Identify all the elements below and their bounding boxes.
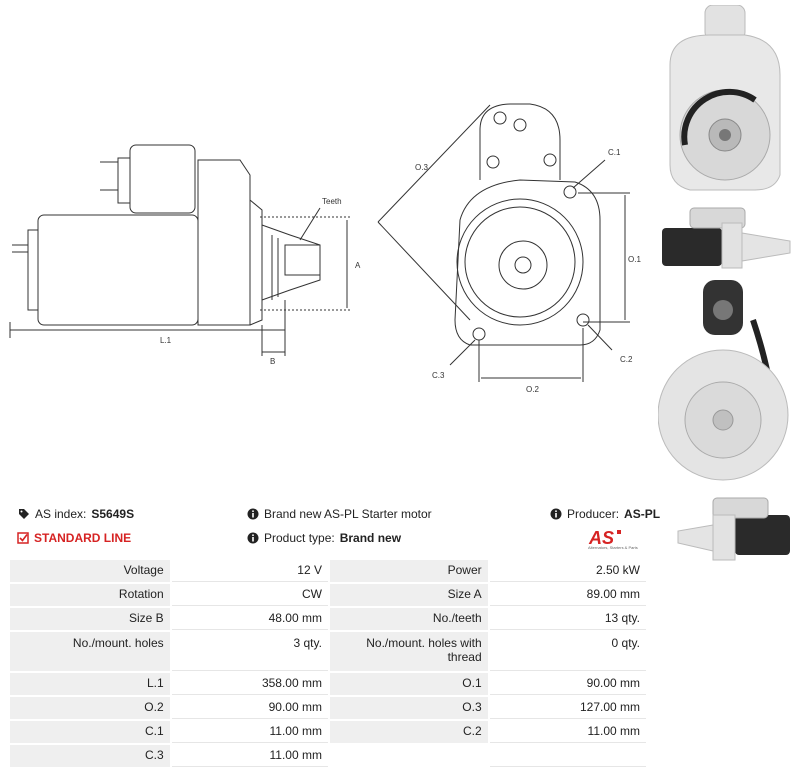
spec-value: 90.00 mm [489, 673, 646, 695]
label-o1: O.1 [628, 255, 641, 264]
product-type: Product type: Brand new [247, 531, 401, 545]
product-type-value: Brand new [339, 531, 402, 545]
spec-label: No./teeth [329, 608, 488, 630]
table-row: O.2 90.00 mm O.3 127.00 mm [10, 697, 646, 719]
motor-body [37, 214, 199, 326]
spec-value: CW [171, 584, 328, 606]
product-info: AS index: S5649S STANDARD LINE Brand new… [0, 500, 660, 560]
product-type-label: Product type: [264, 531, 335, 545]
spec-label-empty [329, 745, 488, 767]
table-row: Rotation CW Size A 89.00 mm [10, 584, 646, 606]
info-icon [550, 508, 562, 520]
spec-value: 3 qty. [171, 632, 328, 671]
spec-value: 0 qty. [489, 632, 646, 671]
spec-label: Size B [10, 608, 170, 630]
spec-value: 2.50 kW [489, 560, 646, 582]
spec-value: 48.00 mm [171, 608, 328, 630]
tag-icon [19, 509, 29, 519]
as-index-value: S5649S [91, 507, 135, 521]
spec-value-empty [489, 745, 646, 767]
spec-label: O.3 [329, 697, 488, 719]
spec-label: No./mount. holes [10, 632, 170, 671]
label-c3: C.3 [432, 371, 445, 380]
description-text: Brand new AS-PL Starter motor [264, 507, 432, 521]
standard-line-label: STANDARD LINE [34, 531, 132, 545]
info-icon [247, 532, 259, 544]
standard-line: STANDARD LINE [17, 531, 131, 545]
spec-label: O.2 [10, 697, 170, 719]
spec-label: Voltage [10, 560, 170, 582]
label-a: A [355, 261, 361, 270]
spec-value: 358.00 mm [171, 673, 328, 695]
table-row: Size B 48.00 mm No./teeth 13 qty. [10, 608, 646, 630]
photo-side [662, 207, 791, 269]
spec-value: 12 V [171, 560, 328, 582]
spec-value: 13 qty. [489, 608, 646, 630]
product-photos [655, 0, 800, 570]
spec-label: O.1 [329, 673, 488, 695]
producer-value: AS-PL [624, 507, 661, 521]
description: Brand new AS-PL Starter motor [247, 507, 432, 521]
check-square-icon [17, 532, 29, 544]
technical-drawings: Teeth A B L.1 O.1 O.2 O.3 C.1 C.2 C.3 [9, 103, 641, 394]
table-row: C.1 11.00 mm C.2 11.00 mm [10, 721, 646, 743]
spec-label: Power [329, 560, 488, 582]
table-row: Voltage 12 V Power 2.50 kW [10, 560, 646, 582]
label-o3: O.3 [415, 163, 428, 172]
spec-value: 89.00 mm [489, 584, 646, 606]
spec-label: C.1 [10, 721, 170, 743]
spec-label: C.3 [10, 745, 170, 767]
label-l1: L.1 [160, 336, 172, 345]
logo-text: AS [588, 528, 614, 548]
label-b: B [270, 357, 275, 366]
spec-value: 90.00 mm [171, 697, 328, 719]
as-index-label: AS index: [35, 507, 87, 521]
label-o2: O.2 [526, 385, 539, 394]
photo-side-2 [677, 497, 790, 561]
as-index: AS index: S5649S [18, 507, 134, 521]
spec-label: L.1 [10, 673, 170, 695]
spec-value: 127.00 mm [489, 697, 646, 719]
spec-label: No./mount. holes with thread [329, 632, 488, 671]
label-c1: C.1 [608, 148, 621, 157]
table-row: C.3 11.00 mm [10, 745, 646, 767]
table-row: L.1 358.00 mm O.1 90.00 mm [10, 673, 646, 695]
front-flange [454, 179, 601, 346]
photo-rear [658, 280, 789, 481]
label-teeth: Teeth [322, 197, 342, 206]
producer-label: Producer: [567, 507, 620, 521]
table-row: No./mount. holes 3 qty. No./mount. holes… [10, 632, 646, 671]
spec-value: 11.00 mm [171, 745, 328, 767]
solenoid [129, 144, 196, 214]
spec-label: Rotation [10, 584, 170, 606]
specs-table: Voltage 12 V Power 2.50 kW Rotation CW S… [8, 558, 648, 769]
info-icon [247, 508, 259, 520]
spec-label: Size A [329, 584, 488, 606]
spec-label: C.2 [329, 721, 488, 743]
spec-value: 11.00 mm [171, 721, 328, 743]
photo-front [669, 5, 781, 191]
spec-value: 11.00 mm [489, 721, 646, 743]
producer: Producer: AS-PL [550, 507, 660, 521]
label-c2: C.2 [620, 355, 633, 364]
as-pl-logo: AS [588, 528, 621, 548]
logo-subtext: Alternators, Starters & Parts [588, 545, 638, 550]
